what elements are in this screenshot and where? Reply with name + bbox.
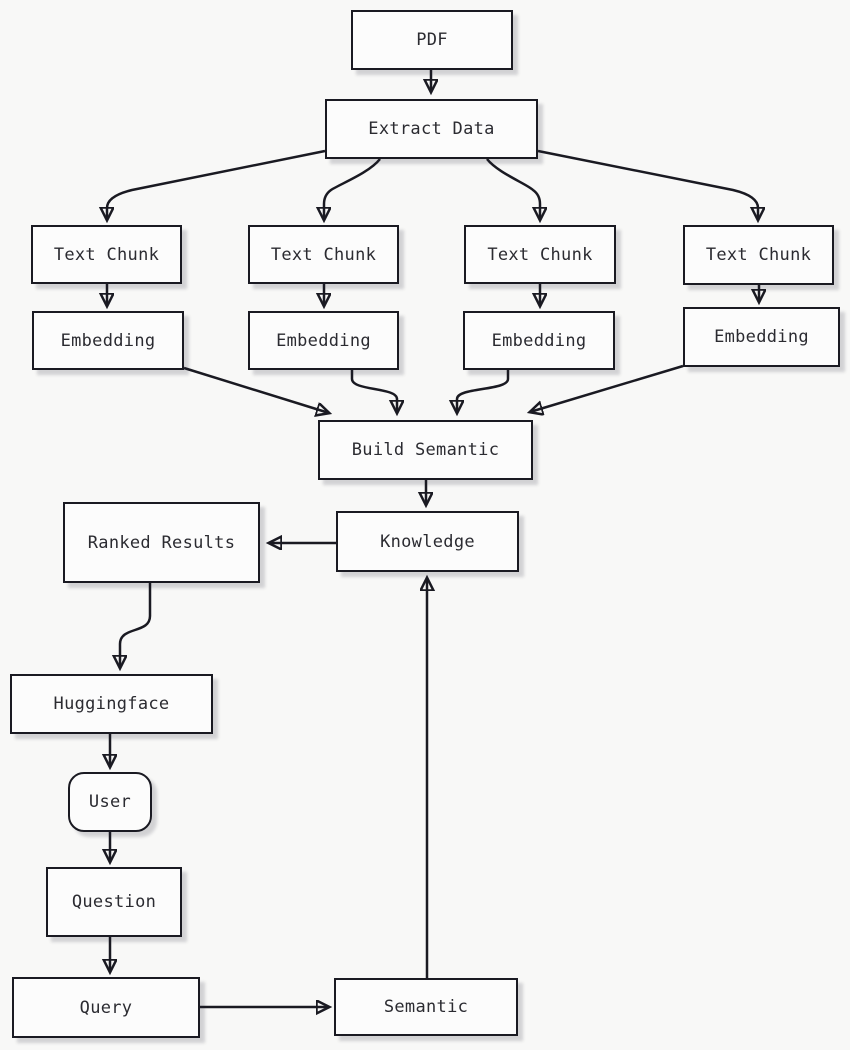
node-question-label: Question bbox=[71, 892, 157, 912]
node-extract-data-label: Extract Data bbox=[368, 119, 495, 139]
edge-ranked-huggingface bbox=[120, 583, 152, 668]
edge-embedding-4-build bbox=[530, 364, 684, 412]
node-query-label: Query bbox=[79, 997, 133, 1018]
node-semantic-label: Semantic bbox=[383, 997, 469, 1017]
node-query: Query bbox=[12, 977, 200, 1038]
node-text-chunk-3-label: Text Chunk bbox=[487, 244, 593, 265]
node-embedding-3-label: Embedding bbox=[491, 330, 587, 351]
node-ranked-results: Ranked Results bbox=[63, 502, 260, 583]
node-knowledge-label: Knowledge bbox=[380, 531, 475, 552]
node-embedding-4: Embedding bbox=[683, 307, 840, 367]
node-text-chunk-1: Text Chunk bbox=[31, 225, 182, 284]
node-text-chunk-4: Text Chunk bbox=[683, 225, 834, 285]
edge-extract-text-chunk-4 bbox=[537, 149, 758, 220]
edge-extract-text-chunk-3 bbox=[486, 158, 540, 220]
node-knowledge: Knowledge bbox=[336, 511, 519, 572]
edge-embedding-1-build bbox=[183, 366, 329, 413]
edge-extract-text-chunk-1 bbox=[107, 149, 326, 220]
node-build-semantic: Build Semantic bbox=[318, 420, 533, 480]
node-build-semantic-label: Build Semantic bbox=[351, 440, 500, 460]
edge-embedding-3-build bbox=[457, 370, 510, 413]
node-text-chunk-2-label: Text Chunk bbox=[270, 244, 377, 265]
node-question: Question bbox=[46, 867, 182, 937]
node-user: User bbox=[68, 772, 152, 832]
node-text-chunk-1-label: Text Chunk bbox=[53, 244, 160, 265]
node-embedding-4-label: Embedding bbox=[714, 327, 809, 347]
node-text-chunk-3: Text Chunk bbox=[464, 225, 616, 284]
node-text-chunk-4-label: Text Chunk bbox=[705, 245, 812, 265]
edge-extract-text-chunk-2 bbox=[324, 158, 381, 220]
node-embedding-3: Embedding bbox=[463, 311, 615, 370]
node-text-chunk-2: Text Chunk bbox=[248, 225, 399, 284]
node-embedding-1-label: Embedding bbox=[60, 330, 156, 351]
node-ranked-results-label: Ranked Results bbox=[87, 532, 236, 553]
node-embedding-1: Embedding bbox=[32, 311, 184, 370]
node-embedding-2: Embedding bbox=[248, 311, 399, 370]
node-semantic: Semantic bbox=[334, 978, 518, 1036]
node-embedding-2-label: Embedding bbox=[276, 330, 371, 351]
edge-embedding-2-build bbox=[350, 370, 397, 413]
node-pdf: PDF bbox=[351, 10, 513, 70]
node-extract-data: Extract Data bbox=[325, 99, 538, 159]
node-huggingface-label: Huggingface bbox=[53, 694, 170, 714]
node-huggingface: Huggingface bbox=[10, 674, 213, 734]
node-user-label: User bbox=[88, 792, 132, 812]
node-pdf-label: PDF bbox=[416, 30, 448, 50]
